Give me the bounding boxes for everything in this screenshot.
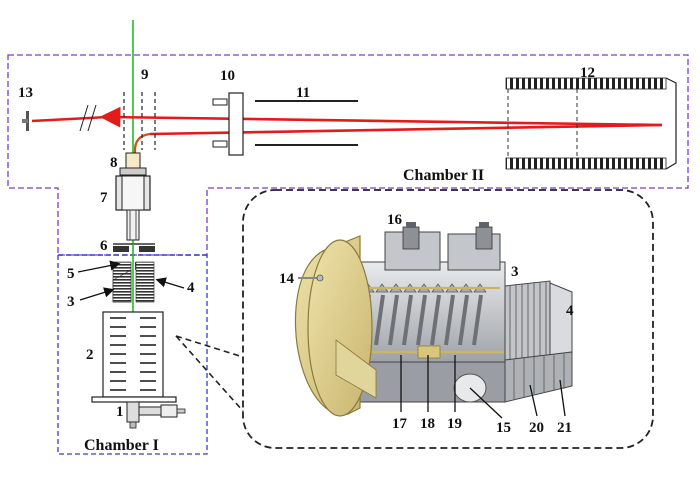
- label-12: 12: [580, 65, 595, 81]
- slits-9: [123, 92, 156, 150]
- label-2: 2: [86, 347, 94, 363]
- ion-funnel-2: [91, 311, 177, 403]
- label-19: 19: [447, 416, 462, 432]
- label-7: 7: [100, 190, 108, 206]
- label-5: 5: [67, 266, 75, 282]
- label-inset-3: 3: [511, 264, 519, 280]
- label-20: 20: [529, 420, 544, 436]
- label-17: 17: [392, 416, 408, 432]
- laser-beam-lower: [149, 123, 663, 136]
- inset-connector-bottom: [175, 335, 244, 412]
- leader-5: [77, 260, 121, 273]
- ion-source-column: [115, 152, 151, 241]
- funnel-stack: [112, 261, 155, 303]
- label-13: 13: [18, 85, 33, 101]
- laser-beam-bend: [133, 132, 151, 160]
- beam-break-mark-1: [79, 104, 89, 132]
- label-8: 8: [110, 155, 118, 171]
- inset-frame: [242, 189, 654, 449]
- leader-3: [79, 287, 115, 301]
- chamber-two-label: Chamber II: [403, 167, 484, 184]
- label-4: 4: [187, 280, 195, 296]
- label-14: 14: [279, 271, 295, 287]
- chamber-one-boundary: [57, 255, 208, 455]
- leader-15: [469, 387, 503, 419]
- inset-connector-top: [175, 335, 244, 358]
- ring-stack-12: [505, 77, 677, 170]
- label-16: 16: [387, 212, 403, 228]
- label-inset-4: 4: [566, 303, 574, 319]
- label-6: 6: [100, 238, 108, 254]
- label-10: 10: [220, 68, 235, 84]
- leader-21: [559, 379, 566, 417]
- label-11: 11: [296, 85, 310, 101]
- label-9: 9: [141, 67, 149, 83]
- nozzle-1: [126, 401, 186, 429]
- laser-beam-to-13: [31, 115, 109, 123]
- beam-break-mark-2: [87, 104, 97, 132]
- detector-13-base: [22, 119, 28, 123]
- label-3: 3: [67, 294, 75, 310]
- label-15: 15: [496, 420, 511, 436]
- cutaway-assembly: [294, 222, 573, 417]
- plate-6: [113, 243, 155, 252]
- electrode-10: [212, 92, 244, 156]
- label-1: 1: [116, 404, 124, 420]
- leader-20: [529, 384, 538, 417]
- leader-4: [155, 277, 185, 289]
- label-18: 18: [420, 416, 435, 432]
- laser-beam-upper: [99, 106, 663, 128]
- label-21: 21: [557, 420, 572, 436]
- chamber-one-label: Chamber I: [84, 437, 159, 454]
